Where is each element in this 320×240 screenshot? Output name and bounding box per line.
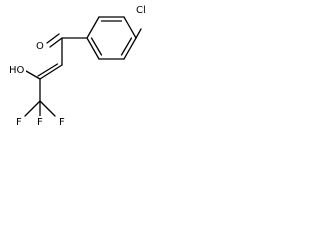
fluorine-bottom-label: F — [16, 117, 22, 128]
benzene-ring — [86, 16, 137, 60]
hydroxyl-label-background — [8, 64, 26, 76]
fluorine-right-label: F — [59, 117, 65, 128]
chlorine-bond — [135, 28, 142, 39]
ring-bond-1 — [86, 16, 100, 39]
ring-bond-3 — [123, 16, 137, 39]
hydroxyl-label: HO — [9, 65, 25, 76]
fluorine-top-label-background — [35, 116, 45, 128]
alkene-double-bond — [37, 63, 59, 77]
chlorine-label: Cl — [136, 5, 146, 16]
carbonyl-double-bond — [46, 33, 60, 44]
fluorine-top-label: F — [37, 117, 43, 128]
ketone-oxygen-label: O — [36, 41, 44, 52]
ketone-oxygen-label-background — [35, 40, 45, 52]
ring-bond-6 — [86, 37, 100, 60]
fluorine-bottom-bond — [24, 100, 41, 117]
enol-oxygen-bond — [25, 70, 41, 80]
ring-double-bond-3 — [90, 37, 103, 56]
fluorine-right-label-background — [57, 116, 67, 128]
ring-bond-4 — [123, 37, 137, 60]
carbonyl-bond — [49, 37, 63, 48]
fluorine-right-bond — [39, 100, 56, 117]
carbon-chain — [24, 33, 88, 117]
molecule-structure: O Cl HO F F F — [8, 4, 149, 128]
ring-double-bond-2 — [120, 37, 133, 56]
chlorine-label-background — [134, 4, 149, 16]
alkene-bond — [39, 64, 63, 80]
fluorine-bottom-label-background — [14, 116, 24, 128]
